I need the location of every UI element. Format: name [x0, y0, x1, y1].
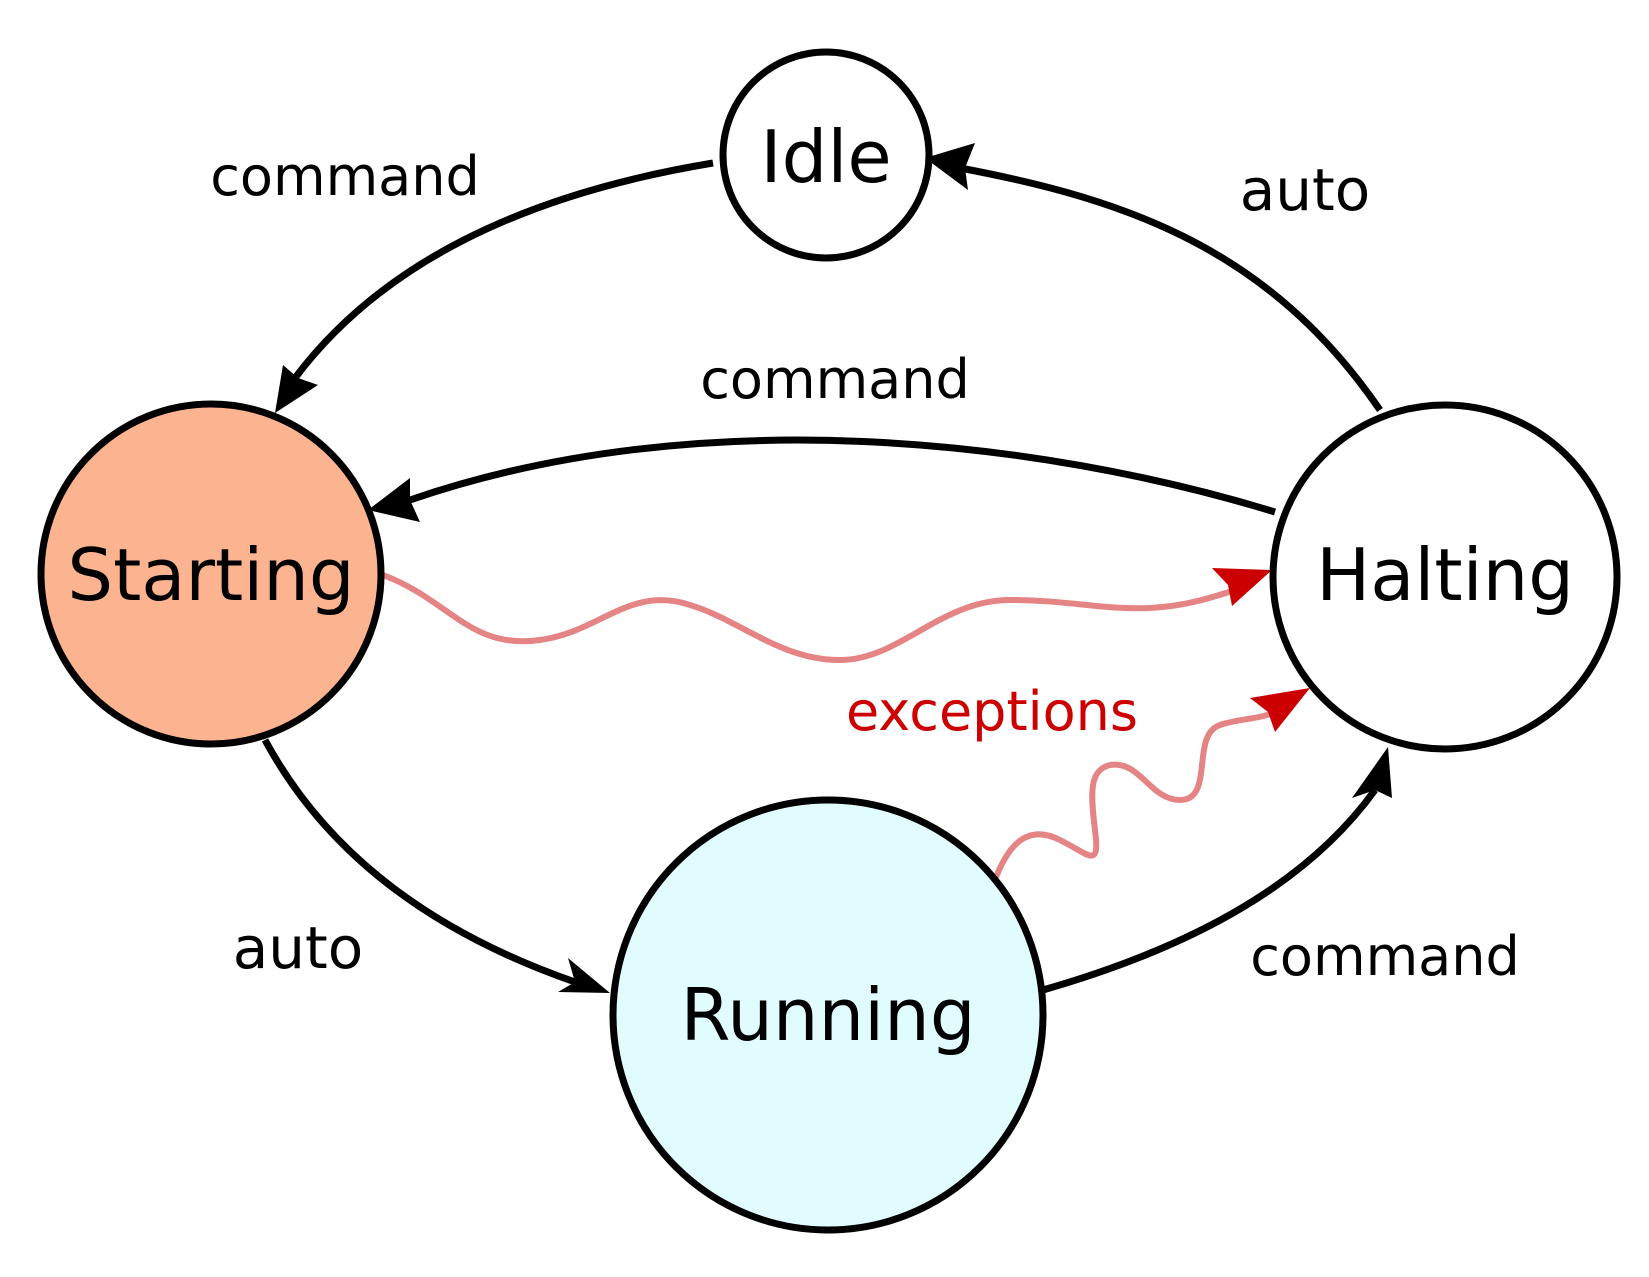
node-idle-label: Idle: [760, 115, 891, 199]
node-idle: Idle: [719, 48, 933, 262]
node-halting-label: Halting: [1316, 533, 1574, 617]
edge-starting-to-running: [261, 738, 610, 993]
arrowhead-halting-to-idle: [925, 143, 975, 190]
node-starting-label: Starting: [67, 533, 354, 617]
node-starting: Starting: [37, 400, 385, 748]
edge-idle-to-starting: [275, 159, 714, 413]
label-running-to-halting: command: [1250, 925, 1520, 988]
node-running: Running: [609, 796, 1047, 1234]
node-halting: Halting: [1269, 401, 1621, 753]
exceptions-label: exceptions: [846, 680, 1138, 743]
arrowhead-idle-to-starting: [275, 365, 318, 413]
arrowhead-running-to-halting: [1352, 747, 1392, 798]
node-running-label: Running: [680, 973, 975, 1057]
label-halting-to-starting: command: [700, 348, 970, 411]
exception-arrowhead-running-to-halting: [1250, 688, 1310, 732]
label-starting-to-running: auto: [233, 914, 364, 982]
exception-line-running-to-halting: [992, 707, 1282, 882]
label-idle-to-starting: command: [210, 145, 480, 208]
exception-arrowhead-starting-to-halting: [1212, 568, 1272, 606]
exception-line-starting-to-halting: [381, 572, 1251, 664]
edge-running-to-halting: [1042, 747, 1392, 994]
edge-halting-to-starting: [368, 436, 1277, 522]
edge-halting-to-idle: [925, 143, 1383, 412]
arrowhead-halting-to-starting: [368, 478, 420, 522]
exception-edge-running-to-halting: [992, 688, 1310, 882]
label-halting-to-idle: auto: [1240, 156, 1371, 224]
arrowhead-starting-to-running: [558, 958, 610, 993]
exception-edge-starting-to-halting: [381, 568, 1272, 664]
